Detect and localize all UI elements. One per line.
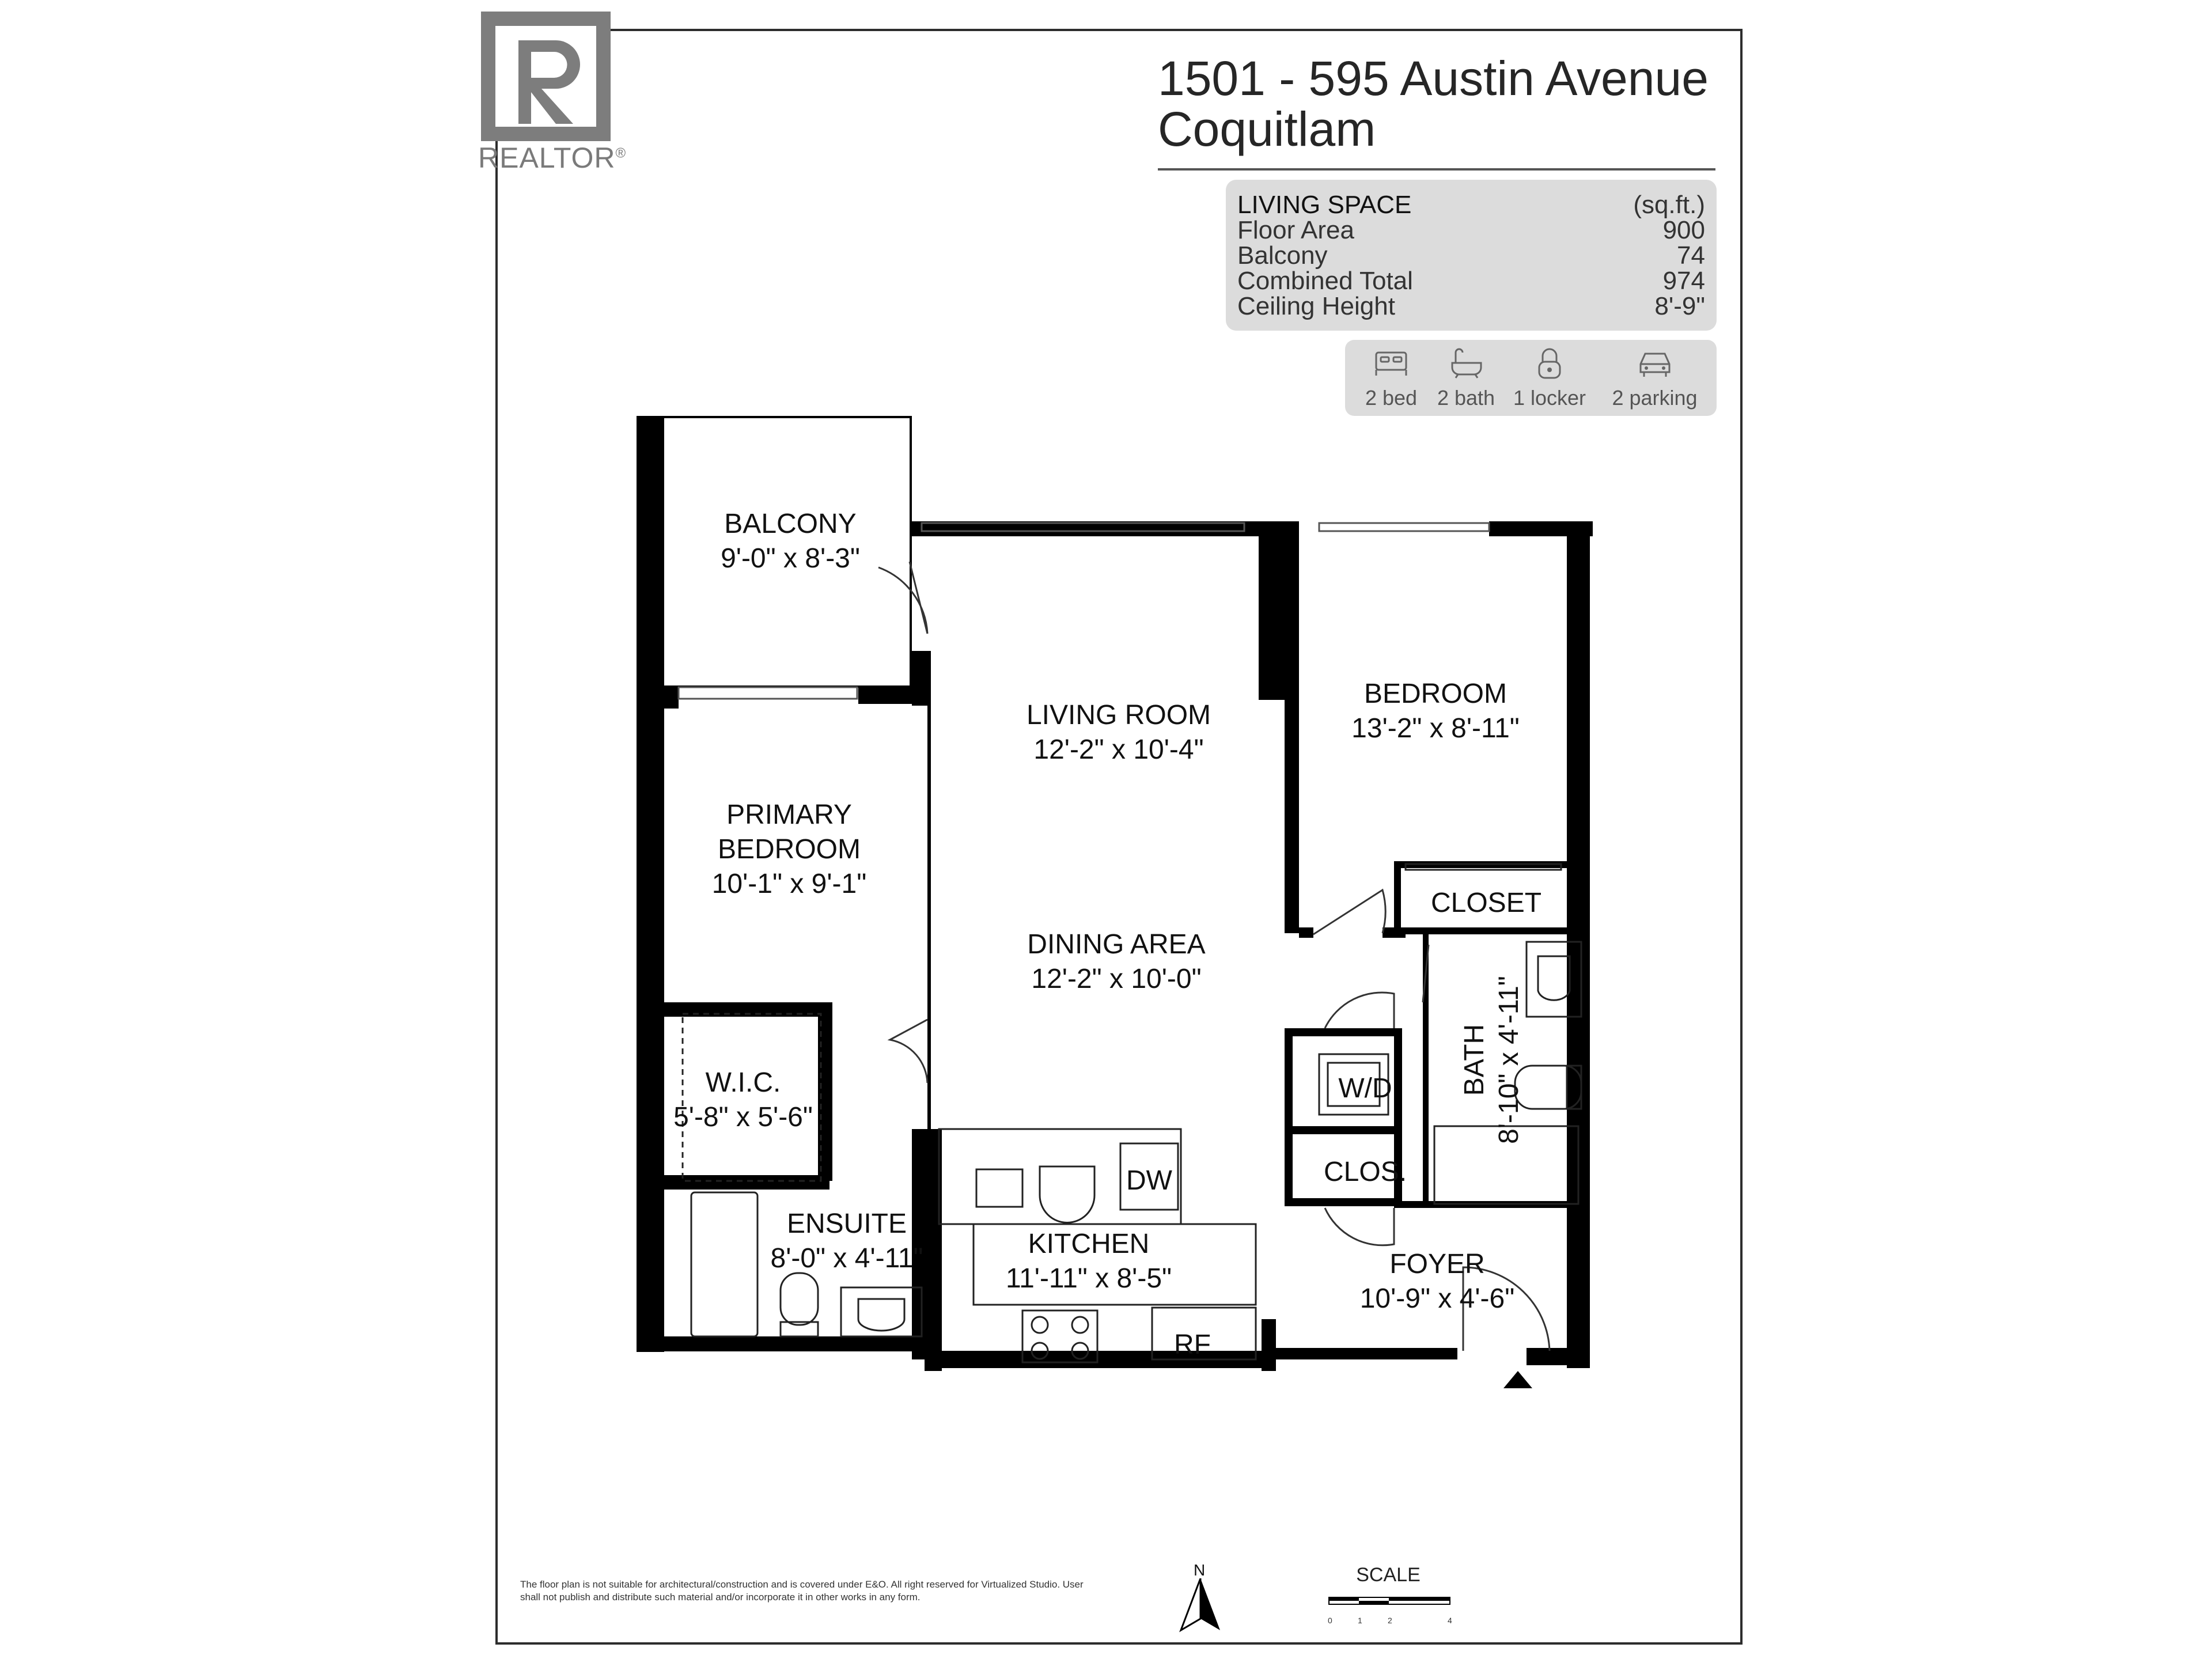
room-dining: DINING AREA 12'-2" x 10'-0": [1027, 929, 1206, 994]
feature-parking: 2 parking: [1599, 340, 1711, 416]
realtor-wordmark: REALTOR®: [478, 142, 627, 174]
room-primary-bedroom: PRIMARY BEDROOM 10'-1" x 9'-1": [711, 800, 867, 899]
disclaimer-text: The floor plan is not suitable for archi…: [520, 1579, 1084, 1603]
bath-fixtures: [681, 863, 1582, 1338]
realtor-logo: [481, 12, 611, 141]
room-closet: CLOSET: [1430, 888, 1542, 918]
feature-bed: 2 bed: [1357, 340, 1426, 416]
room-washer-dryer: W/D: [1338, 1073, 1392, 1104]
scale-title: SCALE: [1356, 1564, 1421, 1586]
north-arrow-icon: [1179, 1578, 1220, 1633]
unit-label: (sq.ft.): [1633, 191, 1705, 219]
room-small-closet: CLOS.: [1323, 1157, 1407, 1187]
property-address: 1501 - 595 Austin Avenue Coquitlam: [1158, 53, 1709, 154]
features-panel: 2 bed 2 bath 1 locker 2 parking: [1345, 340, 1717, 416]
dishwasher-label: DW: [1126, 1165, 1172, 1196]
refrigerator-label: RF: [1174, 1330, 1211, 1360]
north-label: N: [1194, 1561, 1206, 1579]
bed-icon: [1375, 351, 1407, 376]
room-wic: W.I.C. 5'-8" x 5'-6": [673, 1067, 813, 1132]
kitchen-fixtures: [938, 1128, 1257, 1363]
door-swings: [878, 561, 1551, 1351]
room-kitchen: KITCHEN 11'-11" x 8'-5": [1005, 1229, 1172, 1294]
feature-locker: 1 locker: [1506, 340, 1593, 416]
room-foyer: FOYER 10'-9" x 4'-6": [1359, 1249, 1515, 1314]
room-bath: BATH 8'-10" x 4'-11": [1459, 976, 1524, 1144]
room-balcony: BALCONY 9'-0" x 8'-3": [721, 509, 860, 574]
address-divider: [1158, 168, 1715, 171]
bathtub-icon: [1451, 348, 1482, 378]
room-bedroom: BEDROOM 13'-2" x 8'-11": [1351, 679, 1520, 744]
room-ensuite: ENSUITE 8'-0" x 4'-11": [770, 1209, 923, 1274]
windows: [677, 522, 1490, 700]
car-icon: [1639, 353, 1670, 377]
address-city: Coquitlam: [1158, 102, 1376, 156]
room-living: LIVING ROOM 12'-2" x 10'-4": [1026, 700, 1211, 765]
feature-bath: 2 bath: [1431, 340, 1501, 416]
living-space-panel: LIVING SPACE (sq.ft.) Floor Area 900 Bal…: [1226, 180, 1717, 331]
lock-icon: [1538, 348, 1561, 379]
scale-bar-graphic: [1328, 1597, 1450, 1605]
entry-arrow: [1503, 1371, 1532, 1388]
address-line-1: 1501 - 595 Austin Avenue: [1158, 51, 1709, 105]
living-space-heading: LIVING SPACE: [1237, 191, 1412, 219]
